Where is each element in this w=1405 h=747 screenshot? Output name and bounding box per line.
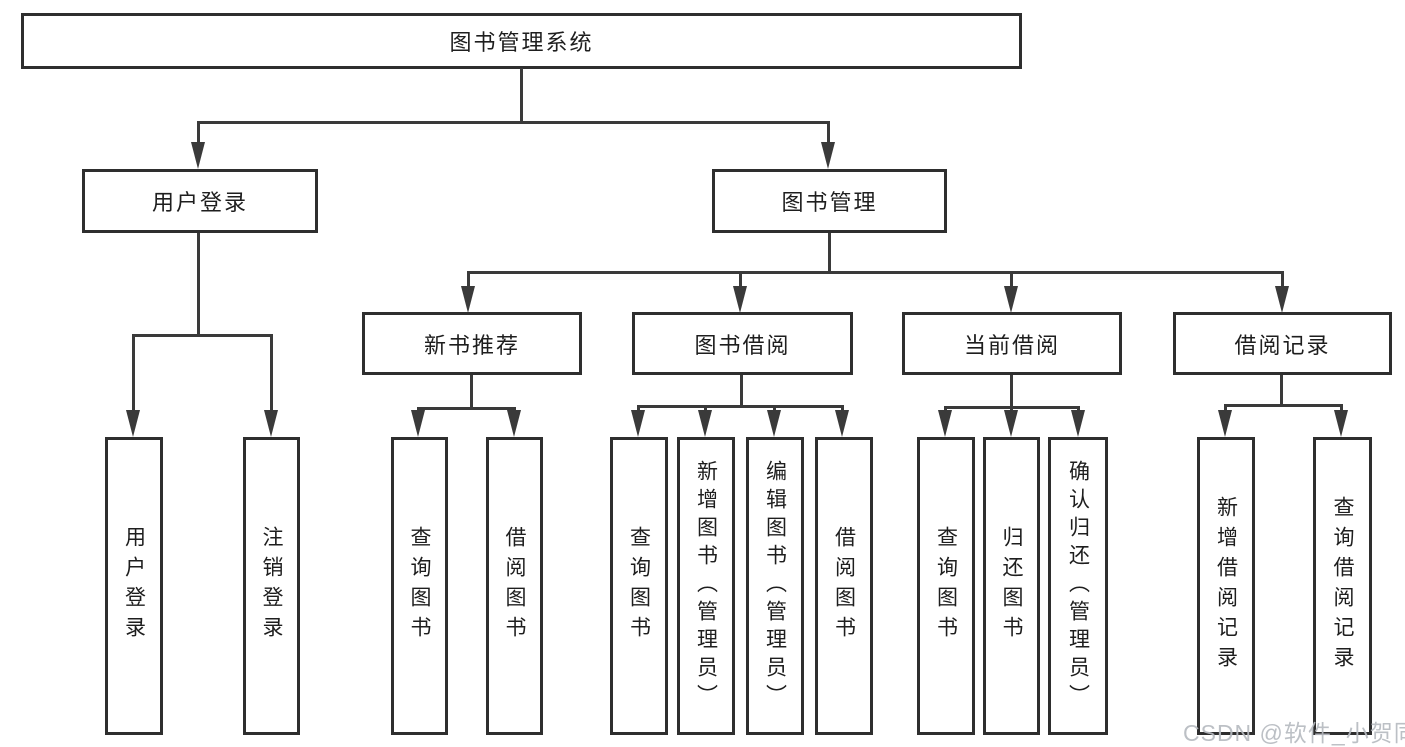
arrow-to-c2 [698,410,712,437]
leaf-query-books-2: 查询图书 [610,437,668,735]
connector-userlogin-trunk [197,233,200,337]
node-user-login: 用户登录 [82,169,318,233]
node-current-borrow: 当前借阅 [902,312,1122,375]
arrow-to-c1 [631,410,645,437]
csdn-watermark: CSDN @软件_小贺同学 [1183,720,1405,746]
leaf-query-borrow-record: 查询借阅记录 [1313,437,1372,735]
connector-userlogin-bar [132,334,273,337]
arrow-to-b2 [507,410,521,437]
arrow-to-newbook [461,286,475,313]
connector-drop-leaf-logout [270,334,273,414]
arrow-to-c3 [767,410,781,437]
connector-newbook-bar [417,407,516,410]
node-new-book-recommend: 新书推荐 [362,312,582,375]
arrow-to-d3 [1071,410,1085,437]
connector-bookmgmt-trunk [828,233,831,274]
arrow-to-d1 [938,410,952,437]
connector-currentborrow-trunk [1010,375,1013,409]
connector-root-bar [197,121,830,124]
connector-drop-currentborrow [1010,271,1013,291]
leaf-add-books-admin: 新增图书（管理员） [677,437,735,735]
connector-drop-c4 [841,405,844,414]
arrow-to-c4 [835,410,849,437]
connector-drop-book-mgmt [827,121,830,145]
arrow-to-book-mgmt [821,142,835,169]
arrow-to-e2 [1334,410,1348,437]
node-borrow-records: 借阅记录 [1173,312,1392,375]
arrow-to-e1 [1218,410,1232,437]
connector-root-trunk [520,68,523,122]
connector-newbook-trunk [470,375,473,410]
arrow-to-user-login [191,142,205,169]
leaf-logout: 注销登录 [243,437,300,735]
connector-drop-e2 [1340,404,1343,414]
connector-drop-borrowrecords [1281,271,1284,291]
leaf-user-login: 用户登录 [105,437,163,735]
connector-drop-c2 [704,405,707,414]
connector-bookborrow-bar [637,405,844,408]
node-book-borrow: 图书借阅 [632,312,853,375]
leaf-borrow-books-1: 借阅图书 [486,437,543,735]
connector-drop-newbook [467,271,470,291]
connector-drop-leaf-login [132,334,135,414]
arrow-to-bookborrow [733,286,747,313]
connector-drop-c1 [637,405,640,414]
leaf-add-borrow-record: 新增借阅记录 [1197,437,1255,735]
leaf-query-books-1: 查询图书 [391,437,448,735]
connector-drop-e1 [1224,404,1227,414]
leaf-edit-books-admin: 编辑图书（管理员） [746,437,804,735]
connector-borrowrecords-trunk [1280,375,1283,407]
leaf-query-books-3: 查询图书 [917,437,975,735]
arrow-to-leaf-login [126,410,140,437]
connector-bookborrow-trunk [740,375,743,408]
arrow-to-borrowrecords [1275,286,1289,313]
connector-drop-user-login [197,121,200,145]
node-book-management: 图书管理 [712,169,947,233]
arrow-to-leaf-logout [264,410,278,437]
connector-drop-c3 [773,405,776,414]
arrow-to-currentborrow [1004,286,1018,313]
leaf-return-books: 归还图书 [983,437,1040,735]
connector-bookmgmt-bar [467,271,1284,274]
arrow-to-d2 [1004,410,1018,437]
leaf-borrow-books-2: 借阅图书 [815,437,873,735]
arrow-to-b1 [411,410,425,437]
node-root-library-system: 图书管理系统 [21,13,1022,69]
connector-drop-bookborrow [739,271,742,291]
leaf-confirm-return-admin: 确认归还（管理员） [1048,437,1108,735]
connector-borrowrecords-bar [1224,404,1343,407]
